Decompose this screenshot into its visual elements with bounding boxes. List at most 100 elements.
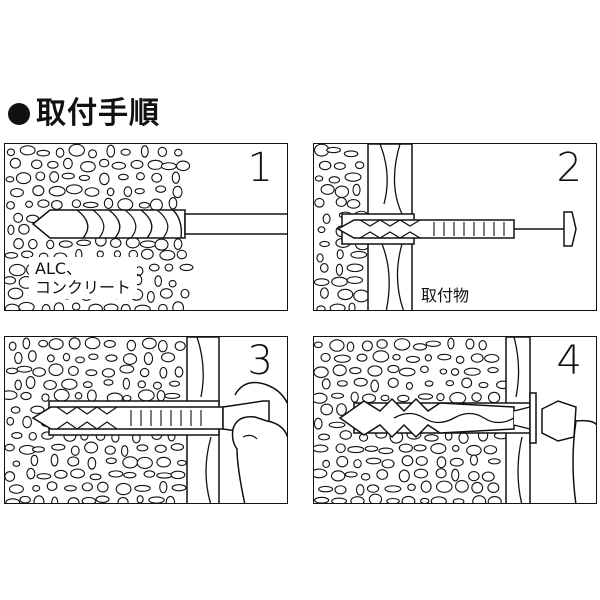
stone xyxy=(314,392,328,404)
step-4-panel: 4 xyxy=(313,336,597,504)
stone xyxy=(168,197,178,210)
stone xyxy=(68,365,79,376)
stone xyxy=(81,496,97,503)
stone xyxy=(122,377,131,390)
stone xyxy=(141,337,157,350)
stone xyxy=(148,263,160,272)
stone xyxy=(103,340,116,348)
stone xyxy=(32,185,45,197)
stone xyxy=(88,303,103,310)
stone xyxy=(484,353,500,363)
stone xyxy=(48,185,66,197)
stone xyxy=(98,158,110,168)
stone xyxy=(30,159,43,170)
stone xyxy=(108,470,124,478)
stone xyxy=(95,495,110,503)
stone xyxy=(165,495,176,503)
stone xyxy=(20,391,32,401)
stone xyxy=(319,263,329,273)
stone xyxy=(455,479,469,493)
stone xyxy=(41,304,51,310)
stone xyxy=(172,185,183,199)
stone xyxy=(155,185,167,193)
stone xyxy=(122,456,139,469)
stone xyxy=(346,276,364,285)
stone xyxy=(397,394,410,403)
stone xyxy=(407,483,416,492)
stone xyxy=(466,444,482,456)
stone xyxy=(70,468,85,479)
stone xyxy=(174,148,183,157)
stone xyxy=(120,445,129,457)
stone xyxy=(6,416,15,426)
stone xyxy=(405,355,421,363)
stone xyxy=(50,453,59,467)
stone xyxy=(8,263,26,277)
stone xyxy=(33,495,45,503)
stone xyxy=(16,365,33,373)
stone xyxy=(378,447,394,455)
stone xyxy=(372,350,390,363)
stone xyxy=(317,226,326,234)
stone xyxy=(5,367,19,375)
stone xyxy=(415,456,428,466)
stone xyxy=(67,456,80,467)
stone xyxy=(365,457,382,465)
stone xyxy=(435,480,453,493)
stone xyxy=(346,199,361,209)
stone xyxy=(157,146,168,158)
stone xyxy=(458,432,469,444)
stone xyxy=(87,456,97,470)
stone xyxy=(19,495,31,503)
stone xyxy=(314,444,329,453)
stone xyxy=(337,288,354,301)
stone xyxy=(319,240,330,248)
stone xyxy=(126,339,137,352)
stone xyxy=(170,470,186,480)
stone xyxy=(53,388,70,402)
stone xyxy=(420,497,430,503)
stone xyxy=(84,337,101,350)
stone xyxy=(483,445,498,455)
stone xyxy=(465,338,475,350)
stone xyxy=(49,171,60,183)
stone xyxy=(336,403,347,416)
stone xyxy=(118,173,129,181)
stone xyxy=(331,276,348,287)
stone xyxy=(68,144,85,157)
stone xyxy=(329,339,345,352)
stone xyxy=(14,351,23,365)
stone xyxy=(169,380,181,387)
stone xyxy=(366,484,380,493)
stone xyxy=(38,339,49,348)
step-1-illustration xyxy=(5,144,287,310)
stone xyxy=(81,482,93,492)
stone xyxy=(360,472,371,481)
step-1-label: ALC、 コンクリート xyxy=(29,257,138,300)
stone xyxy=(7,224,15,236)
stone xyxy=(88,149,98,159)
step-3-panel: 3 xyxy=(4,336,288,504)
stone xyxy=(487,391,501,404)
stone xyxy=(461,377,473,389)
stone xyxy=(333,354,351,363)
stone xyxy=(354,161,365,170)
stone xyxy=(7,287,24,300)
stone xyxy=(82,201,99,209)
stone xyxy=(176,249,187,260)
step-2-illustration xyxy=(314,144,577,310)
stone xyxy=(353,289,370,303)
stone xyxy=(487,367,499,374)
stone xyxy=(117,198,134,211)
stone xyxy=(5,303,20,310)
stone xyxy=(333,162,346,170)
stone xyxy=(314,496,330,503)
stone xyxy=(171,171,180,184)
stone xyxy=(135,172,145,181)
stone xyxy=(5,390,18,401)
stone xyxy=(159,481,168,494)
stone xyxy=(487,482,500,493)
stone xyxy=(174,366,184,378)
stone xyxy=(36,149,51,157)
stone xyxy=(425,340,441,347)
